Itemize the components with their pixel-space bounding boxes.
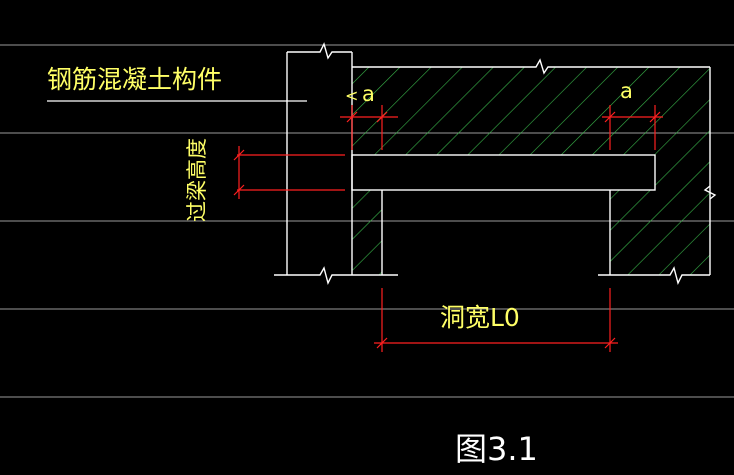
beam-height-dimension xyxy=(233,146,345,199)
concrete-hatch xyxy=(352,67,710,275)
lintel-beam xyxy=(351,154,656,191)
dimensions xyxy=(233,105,663,352)
left-a-label: a xyxy=(362,82,375,106)
figure-caption: 图3.1 xyxy=(455,430,538,468)
right-a-dimension xyxy=(602,105,663,150)
beam-height-label: 过梁高度 xyxy=(185,138,209,222)
opening-width-dimension xyxy=(374,288,618,352)
hatch-top-wall xyxy=(352,67,710,190)
hatch-left-pier xyxy=(352,190,382,275)
opening-width-label: 洞宽L0 xyxy=(440,303,520,332)
hatch-right-pier xyxy=(610,190,710,275)
right-a-label: a xyxy=(620,79,633,103)
left-a-dimension xyxy=(340,105,398,150)
component-title: 钢筋混凝土构件 xyxy=(47,65,222,94)
structure-outline xyxy=(274,42,717,285)
left-a-marker: < xyxy=(345,86,358,105)
